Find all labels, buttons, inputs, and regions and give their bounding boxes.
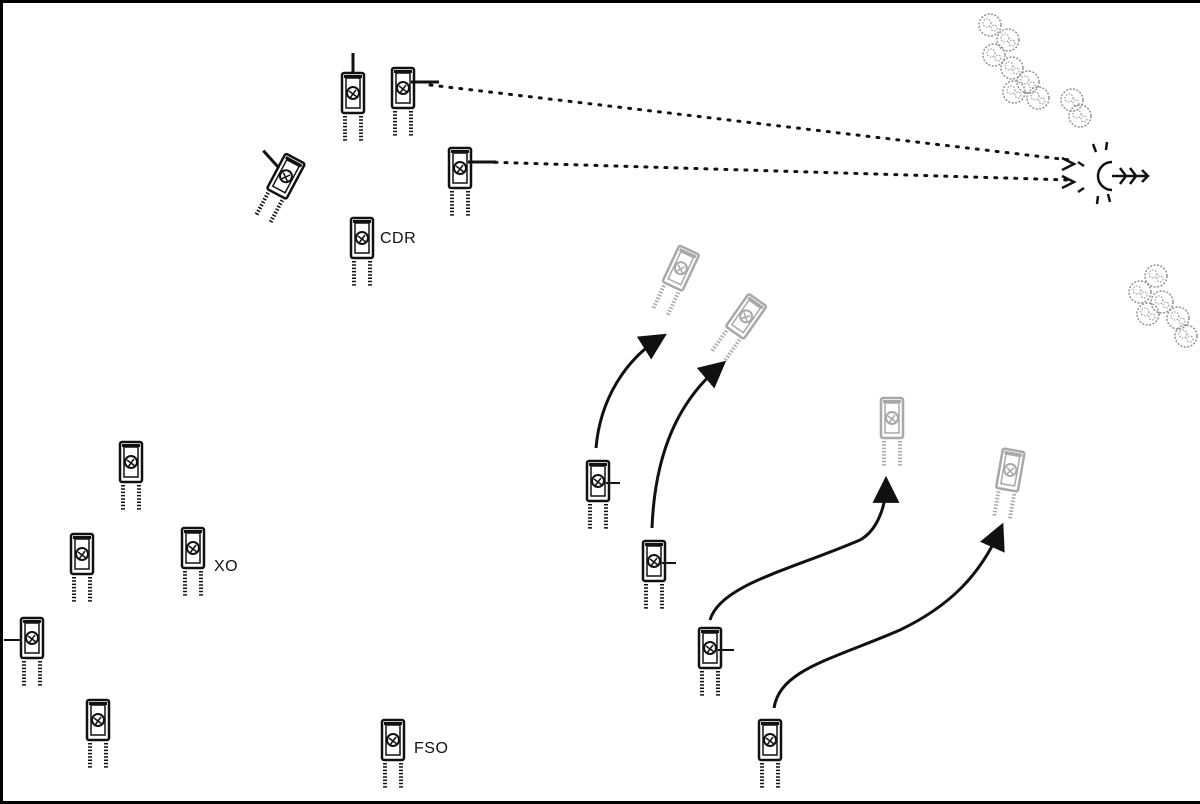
tank-icon-commander	[349, 216, 375, 288]
tank-icon-fire-support-officer	[380, 718, 406, 790]
movement-arrow-2	[650, 360, 727, 529]
enemy-position-icon	[1061, 141, 1150, 205]
tank-icon	[585, 459, 620, 531]
tank-icon	[447, 146, 496, 218]
movement-arrow-3	[708, 475, 900, 621]
tree-cluster-right	[1128, 264, 1198, 348]
tank-icon	[641, 539, 676, 611]
ghost-tank-icon	[879, 396, 905, 468]
label-executive-officer: XO	[214, 558, 239, 575]
tank-icon	[757, 718, 783, 790]
tank-icon	[85, 698, 111, 770]
ghost-tank-icon	[989, 446, 1027, 522]
movement-arrow-1	[594, 333, 667, 449]
tank-icon	[235, 149, 305, 224]
label-commander: CDR	[380, 230, 417, 247]
ghost-tank-icon	[648, 243, 702, 319]
tank-icon	[4, 616, 45, 688]
tank-icon	[118, 440, 144, 512]
movement-arrow-4	[772, 522, 1005, 709]
tank-icon	[390, 66, 439, 138]
tank-icon	[340, 53, 366, 143]
tank-icon	[69, 532, 95, 604]
tank-icon	[697, 626, 734, 698]
tree-cluster-top-right	[978, 13, 1092, 128]
line-of-fire-lower	[483, 160, 1072, 182]
label-fire-support-officer: FSO	[414, 740, 449, 757]
tank-icon-executive-officer	[180, 526, 206, 598]
ghost-tank-icon	[707, 291, 769, 364]
line-of-fire-upper	[428, 83, 1072, 162]
